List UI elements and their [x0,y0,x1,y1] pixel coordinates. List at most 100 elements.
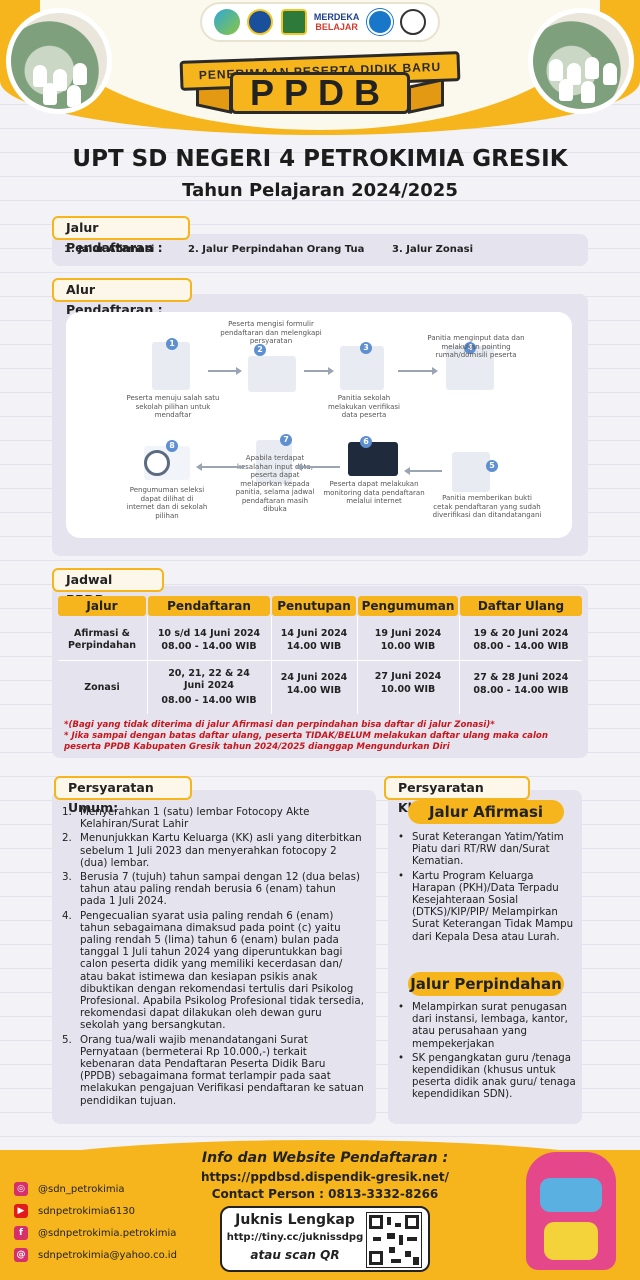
youtube-icon: ▶ [14,1204,28,1218]
juknis-title: Juknis Lengkap [235,1212,355,1228]
step-6-badge: 6 [360,436,372,448]
step-8-figure [144,446,190,480]
social-youtube[interactable]: ▶ sdnpetrokimia6130 [14,1204,135,1218]
row-1-daftar-ulang: 19 & 20 Juni 2024 [473,628,569,639]
afirmasi-pill: Jalur Afirmasi [408,800,564,824]
umum-list: 1.Menyerahkan 1 (satu) lembar Fotocopy A… [60,806,364,1109]
row-2-daftar-ulang: 27 & 28 Juni 2024 [473,672,569,683]
step-1-figure [152,342,190,390]
umum-item: 5.Orang tua/wali wajib menandatangani Su… [62,1033,364,1107]
students-photo-left [6,8,112,114]
step-3-badge: 3 [360,342,372,354]
arrow-5-6 [404,467,442,475]
step-1-text: Peserta menuju salah satu sekolah piliha… [126,394,220,419]
step-7-text: Apabila terdapat kesalahan input data, p… [235,454,315,513]
gresik-logo [280,9,307,35]
jadwal-note-1: *(Bagi yang tidak diterima di jalur Afir… [64,720,495,730]
alur-label: Alur Pendaftaran : [52,278,192,317]
education-logo [366,9,393,35]
afirmasi-item: Surat Keterangan Yatim/Yatim Piatu dari … [396,832,580,869]
step-5-figure [452,452,490,492]
row-2-pengumuman: 27 Juni 2024 [374,671,442,682]
umum-item: 1.Menyerahkan 1 (satu) lembar Fotocopy A… [62,806,310,831]
umum-item: 4.Pengecualian syarat usia paling rendah… [62,909,364,1032]
col-divider [271,616,272,714]
step-8-text: Pengumuman seleksi dapat dilihat di inte… [126,486,208,520]
arrow-3-4 [398,367,438,375]
row-1-pengumuman: 19 Juni 2024 [374,628,442,639]
social-facebook[interactable]: f @sdnpetrokimia.petrokimia [14,1226,176,1240]
col-header-jalur: Jalur [58,596,146,616]
step-7-badge: 7 [280,434,292,446]
jalur-item-perpindahan: 2. Jalur Perpindahan Orang Tua [188,244,365,255]
row-2-daftar-ulang-jam: 08.00 - 14.00 WIB [473,685,569,696]
step-4-badge: 4 [464,342,476,354]
social-instagram[interactable]: ◎ @sdn_petrokimia [14,1182,125,1196]
jalur-item-zonasi: 3. Jalur Zonasi [392,244,474,255]
social-email[interactable]: @ sdnpetrokimia@yahoo.co.id [14,1248,177,1262]
backpack-illustration [526,1152,616,1270]
ppdb-title: PPDB [230,72,410,114]
arrow-2-3 [304,367,334,375]
contact-person: Contact Person : 0813-3332-8266 [211,1187,439,1201]
step-1-badge: 1 [166,338,178,350]
row-1-penutupan: 14 Juni 2024 [280,628,348,639]
afirmasi-item: Kartu Program Keluarga Harapan (PKH)/Dat… [396,871,580,944]
umum-label: Persyaratan Umum: [54,776,192,815]
step-6-monitor [348,442,398,476]
perpindahan-pill: Jalur Perpindahan [408,972,564,996]
row-1-pengumuman-jam: 10.00 WIB [380,641,436,652]
tut-wuri-logo [247,9,274,35]
juknis-scan: atau scan QR [250,1248,340,1262]
col-divider [147,616,148,714]
row-2-penutupan: 24 Juni 2024 [280,672,348,683]
row-1-pendaftaran: 10 s/d 14 Juni 2024 [157,628,261,639]
row-1-penutupan-jam: 14.00 WIB [286,641,342,652]
jadwal-label: Jadwal PPDB : [52,568,164,607]
khusus-label: Persyaratan Khusus : [384,776,530,815]
col-header-pendaftaran: Pendaftaran [148,596,270,616]
perpindahan-item: Melampirkan surat penugasan dari instans… [396,1002,580,1051]
students-photo-right [528,8,634,114]
row-2-penutupan-jam: 14.00 WIB [286,685,342,696]
juknis-url[interactable]: http://tiny.cc/juknissdpg [226,1232,364,1243]
perpindahan-list: Melampirkan surat penugasan dari instans… [396,1002,580,1104]
step-4-text: Panitia menginput data dan melakukan poi… [427,334,525,359]
umum-item: 2.Menunjukkan Kartu Keluarga (KK) asli y… [62,832,362,869]
info-title: Info dan Website Pendaftaran : [201,1150,449,1166]
step-8-badge: 8 [166,440,178,452]
arrow-7-8 [196,463,244,471]
row-2-pendaftaran: 20, 21, 22 & 24 Juni 2024 [168,668,250,691]
step-6-text: Peserta dapat melakukan monitoring data … [323,480,425,505]
step-5-badge: 5 [486,460,498,472]
jalur-item-afirmasi: 1. Jalur Afirmasi [64,244,155,255]
col-header-pengumuman: Pengumuman [358,596,458,616]
year-title: Tahun Pelajaran 2024/2025 [182,180,458,201]
website-link[interactable]: https://ppdbsd.dispendik-gresik.net/ [201,1170,449,1184]
arrow-1-2 [208,367,242,375]
facebook-icon: f [14,1226,28,1240]
qr-code[interactable] [366,1212,422,1268]
row-2-pengumuman-jam: 10.00 WIB [380,684,436,695]
instagram-icon: ◎ [14,1182,28,1196]
umum-panel [52,790,376,1124]
ministry-logo [213,9,240,35]
row-2-pendaftaran-jam: 08.00 - 14.00 WIB [161,695,257,706]
jalur-label: Jalur Pendaftaran : [52,216,190,255]
row-1-jalur: Afirmasi & Perpindahan [67,628,137,651]
step-2-text: Peserta mengisi formulir pendaftaran dan… [220,320,322,345]
jadwal-note-3: peserta PPDB Kabupaten Gresik tahun 2024… [64,742,450,752]
jadwal-note-2: * Jika sampai dengan batas daftar ulang,… [64,731,548,741]
step-2-badge: 2 [254,344,266,356]
col-divider [459,616,460,714]
col-header-penutupan: Penutupan [272,596,356,616]
row-1-pendaftaran-jam: 08.00 - 14.00 WIB [161,641,257,652]
row-divider [58,660,582,661]
step-3-figure [340,346,384,390]
school-logo [400,9,427,35]
row-2-jalur: Zonasi [84,682,120,693]
row-1-daftar-ulang-jam: 08.00 - 14.00 WIB [473,641,569,652]
col-divider [357,616,358,714]
